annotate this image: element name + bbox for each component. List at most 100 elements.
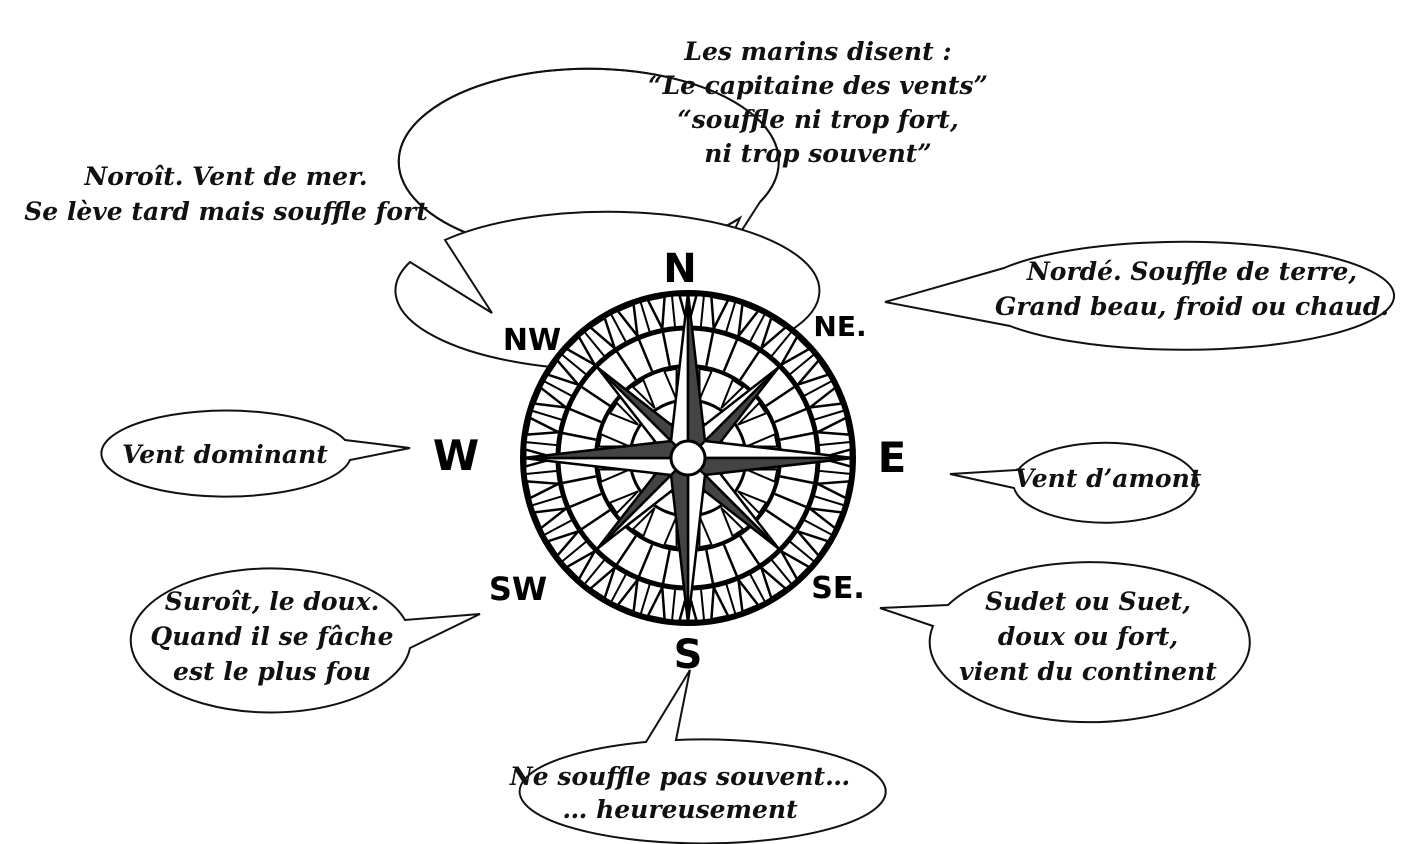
outer-divider bbox=[748, 572, 766, 603]
bubble-south-shape bbox=[518, 669, 887, 844]
direction-sw-label: SW bbox=[489, 570, 547, 608]
bubble-southeast-line-1: Sudet ou Suet, bbox=[985, 587, 1191, 616]
bubble-north: Les marins disent : “Le capitaine des ve… bbox=[397, 37, 988, 273]
outer-divider bbox=[699, 587, 706, 621]
outer-tick bbox=[564, 548, 598, 582]
inner-tick bbox=[637, 339, 654, 372]
outer-divider bbox=[583, 557, 607, 585]
outer-divider bbox=[561, 353, 589, 377]
outer-tick bbox=[710, 582, 730, 621]
inner-tick bbox=[569, 492, 602, 509]
outer-divider bbox=[699, 295, 705, 329]
outer-tick bbox=[646, 582, 666, 621]
bubble-northwest-line-2: Se lève tard mais souffle fort bbox=[24, 197, 428, 226]
inner-wedge bbox=[737, 401, 768, 426]
outer-divider bbox=[787, 539, 815, 563]
bubble-northeast-shape bbox=[884, 240, 1395, 351]
inner-tick bbox=[739, 350, 761, 381]
outer-tick bbox=[564, 334, 598, 368]
bubble-south-line-1: Ne souffle pas souvent… bbox=[509, 762, 850, 791]
outer-divider bbox=[639, 582, 652, 615]
direction-ne-label: NE. bbox=[813, 310, 866, 343]
bubble-west-line-1: Vent dominant bbox=[122, 440, 328, 469]
outer-divider bbox=[670, 295, 677, 329]
outer-divider bbox=[812, 494, 845, 507]
bubble-northeast-line-2: Grand beau, froid ou chaud. bbox=[995, 292, 1389, 321]
outer-tick bbox=[758, 563, 788, 601]
outer-tick bbox=[805, 506, 844, 531]
bubble-northeast-line-1: Nordé. Souffle de terre, bbox=[1026, 257, 1357, 286]
inner-tick bbox=[562, 475, 597, 485]
outer-divider bbox=[543, 380, 574, 398]
inner-tick bbox=[615, 535, 637, 566]
outer-tick bbox=[532, 506, 571, 531]
direction-s-label: S bbox=[674, 632, 703, 678]
outer-tick bbox=[805, 385, 844, 410]
outer-tick bbox=[615, 575, 640, 614]
outer-divider bbox=[769, 331, 793, 359]
inner-tick bbox=[637, 544, 654, 577]
outer-divider bbox=[812, 409, 845, 422]
inner-wedge bbox=[608, 490, 639, 515]
bubble-southwest-line-3: est le plus fou bbox=[173, 657, 371, 686]
inner-wedge bbox=[737, 490, 768, 515]
compass-hub bbox=[669, 439, 707, 477]
bubble-north-line-4: ni trop souvent” bbox=[704, 139, 931, 168]
inner-tick bbox=[739, 535, 761, 566]
bubble-southeast-line-3: vient du continent bbox=[959, 657, 1217, 686]
inner-tick bbox=[705, 332, 715, 367]
outer-divider bbox=[525, 441, 559, 447]
outer-divider bbox=[802, 380, 833, 398]
outer-divider bbox=[787, 353, 815, 377]
outer-tick bbox=[545, 528, 583, 558]
outer-divider bbox=[802, 518, 833, 536]
outer-tick bbox=[532, 385, 571, 410]
outer-divider bbox=[817, 440, 851, 447]
bubble-south: Ne souffle pas souvent… … heureusement bbox=[509, 669, 887, 844]
outer-divider bbox=[639, 301, 652, 334]
bubble-north-line-3: “souffle ni trop fort, bbox=[677, 105, 958, 134]
outer-divider bbox=[748, 313, 766, 344]
outer-divider bbox=[817, 469, 851, 475]
outer-tick bbox=[525, 480, 564, 500]
inner-tick bbox=[722, 544, 739, 577]
bubble-west-shape bbox=[100, 409, 411, 498]
inner-tick bbox=[661, 549, 671, 584]
outer-divider bbox=[610, 313, 628, 344]
bubble-east: Vent d’amont bbox=[949, 441, 1202, 524]
compass-outer-ticks bbox=[523, 293, 853, 623]
inner-tick bbox=[580, 385, 611, 407]
inner-tick bbox=[661, 332, 671, 367]
inner-tick bbox=[569, 407, 602, 424]
inner-wedge bbox=[720, 507, 745, 538]
inner-tick bbox=[580, 509, 611, 531]
outer-divider bbox=[561, 539, 589, 563]
bubble-east-line-1: Vent d’amont bbox=[1015, 464, 1202, 493]
outer-tick bbox=[710, 295, 730, 334]
inner-tick bbox=[765, 509, 796, 531]
outer-tick bbox=[812, 416, 851, 436]
outer-divider bbox=[769, 557, 793, 585]
bubble-southwest-shape bbox=[129, 567, 481, 714]
outer-tick bbox=[736, 575, 761, 614]
outer-divider bbox=[531, 409, 564, 422]
inner-wedge bbox=[631, 507, 656, 538]
direction-se-label: SE. bbox=[811, 571, 865, 606]
outer-tick bbox=[778, 334, 812, 368]
bubble-southeast: Sudet ou Suet, doux ou fort, vient du co… bbox=[879, 561, 1251, 724]
outer-tick bbox=[588, 315, 618, 353]
bubble-southwest-line-2: Quand il se fâche bbox=[150, 622, 393, 651]
outer-tick bbox=[812, 480, 851, 500]
outer-divider bbox=[610, 572, 628, 603]
direction-n-label: N bbox=[663, 246, 696, 292]
bubble-northwest: Noroît. Vent de mer. Se lève tard mais s… bbox=[24, 162, 821, 371]
inner-tick bbox=[765, 385, 796, 407]
outer-tick bbox=[588, 563, 618, 601]
inner-tick bbox=[774, 407, 807, 424]
bubble-northwest-line-1: Noroît. Vent de mer. bbox=[83, 162, 367, 191]
bubble-northeast: Nordé. Souffle de terre, Grand beau, fro… bbox=[884, 240, 1395, 351]
bubble-west: Vent dominant bbox=[100, 409, 411, 498]
inner-wedge bbox=[631, 378, 656, 409]
outer-tick bbox=[646, 295, 666, 334]
